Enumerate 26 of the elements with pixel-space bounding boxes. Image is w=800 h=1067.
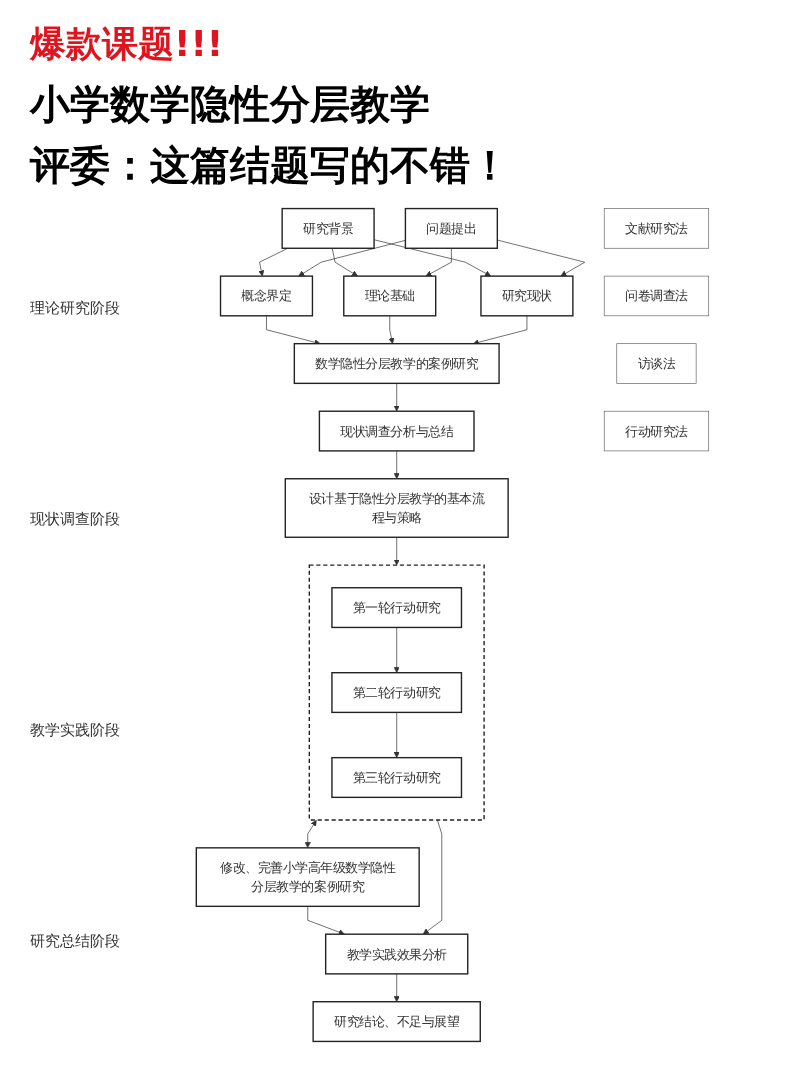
node-box: 理论基础	[343, 275, 437, 317]
tag-heading: 爆款课题!!!	[30, 22, 225, 66]
node-box: 访谈法	[616, 343, 697, 384]
node-box: 研究结论、不足与展望	[312, 1001, 481, 1043]
node-box: 修改、完善小学高年级数学隐性分层教学的案例研究	[195, 847, 420, 908]
node-box: 设计基于隐性分层教学的基本流程与策略	[284, 478, 509, 538]
node-box: 研究背景	[281, 207, 375, 249]
subtitle: 评委：这篇结题写的不错！	[30, 141, 511, 190]
node-box: 第三轮行动研究	[331, 756, 463, 799]
stage-label: 现状调查阶段	[30, 510, 121, 529]
stage-label: 理论研究阶段	[30, 299, 121, 318]
node-box: 问题提出	[404, 207, 499, 249]
node-box: 问卷调查法	[603, 275, 710, 317]
node-box: 研究现状	[480, 275, 574, 317]
node-box: 教学实践效果分析	[324, 933, 469, 975]
node-box: 现状调查分析与总结	[318, 410, 475, 452]
stage-label: 研究总结阶段	[30, 932, 121, 951]
node-box: 第一轮行动研究	[331, 587, 463, 629]
node-box: 第二轮行动研究	[331, 672, 463, 714]
node-box: 数学隐性分层教学的案例研究	[293, 342, 500, 385]
node-box: 概念界定	[219, 275, 314, 317]
node-box: 行动研究法	[603, 410, 710, 452]
node-box: 文献研究法	[603, 208, 710, 249]
cluster	[308, 564, 485, 821]
title: 小学数学隐性分层教学	[30, 80, 431, 129]
stage-label: 教学实践阶段	[30, 721, 121, 740]
